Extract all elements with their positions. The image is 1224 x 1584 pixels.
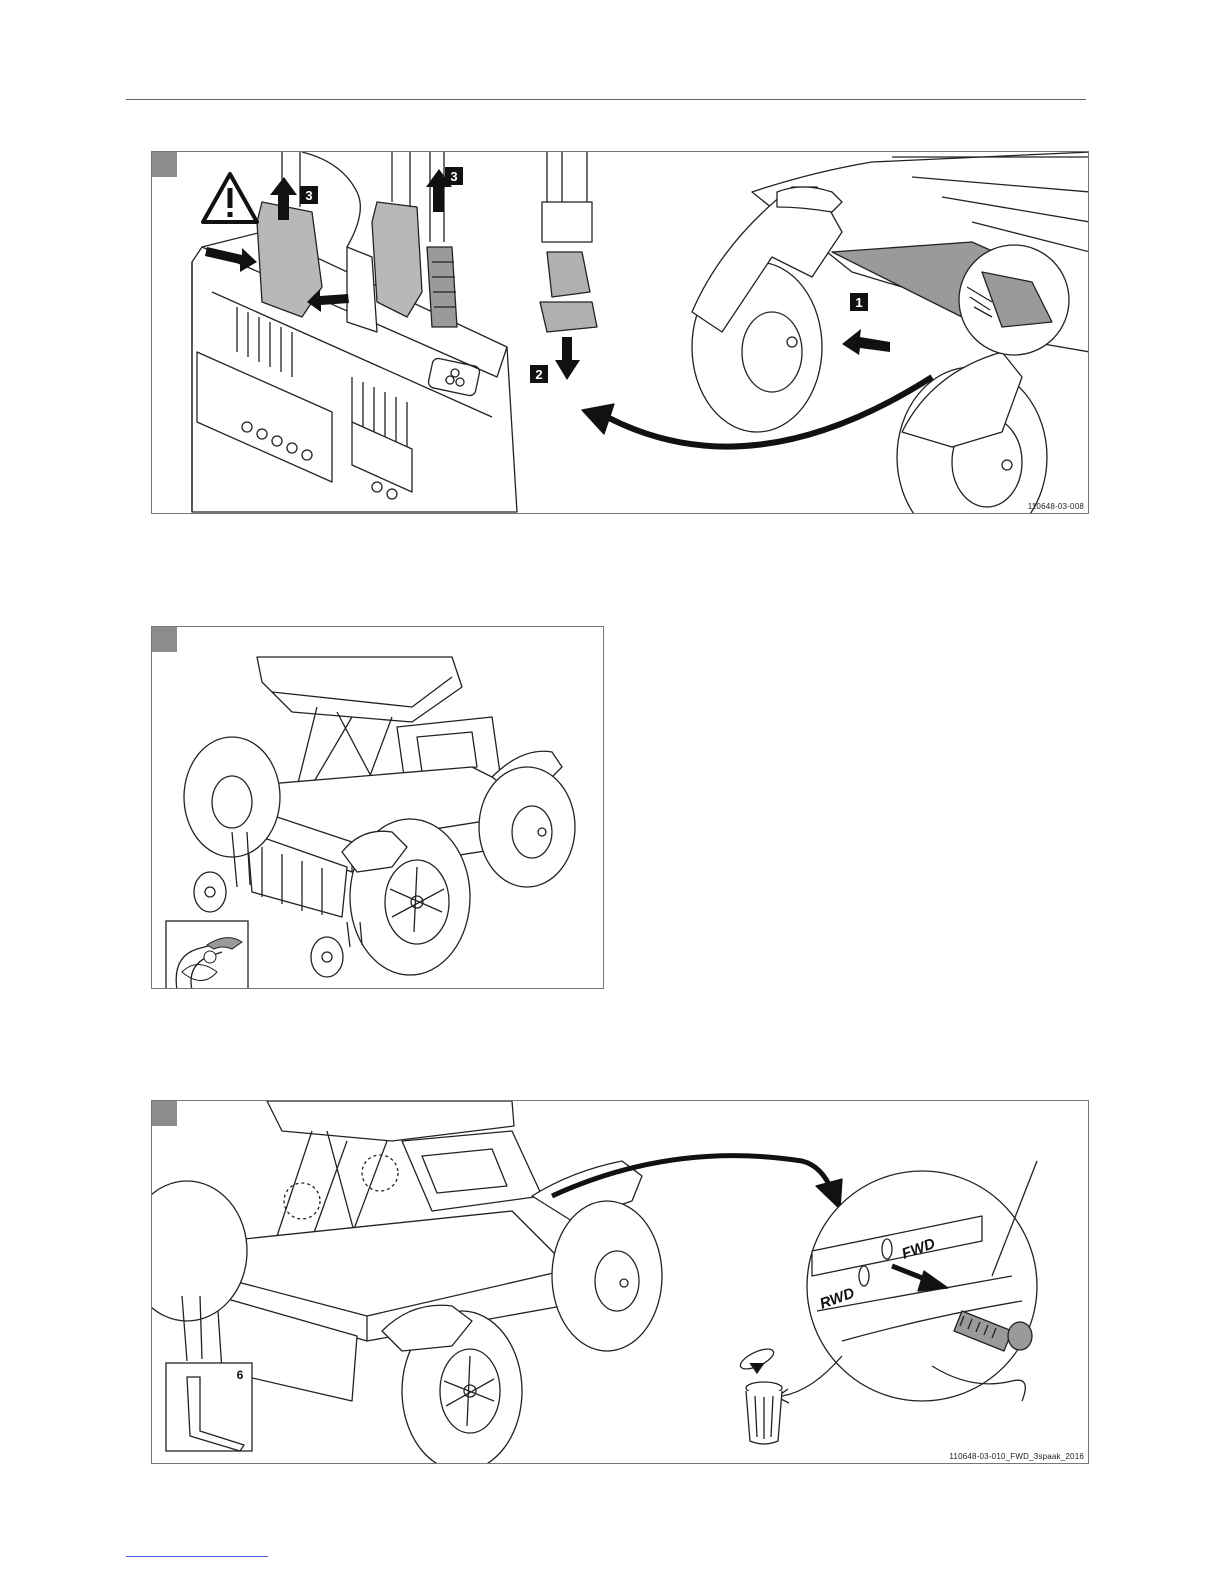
step-label-3b: 3 bbox=[450, 169, 457, 184]
figure-remove-screw: RWD FWD 6 110648-03-010_FWD_3spaak_2016 bbox=[151, 1100, 1089, 1464]
pliers-icon bbox=[166, 921, 248, 989]
step-label-2: 2 bbox=[535, 367, 542, 382]
footer-link-rule[interactable] bbox=[126, 1556, 268, 1557]
figure-2-illustration bbox=[152, 627, 604, 989]
figure-1-illustration: 1 2 3 3 bbox=[152, 152, 1089, 514]
figure-remove-clip bbox=[151, 626, 604, 989]
figure-disconnect-cables: 1 2 3 3 110648-03-008 bbox=[151, 151, 1089, 514]
header-rule bbox=[126, 99, 1086, 100]
figure-id: 110648-03-010_FWD_3spaak_2016 bbox=[949, 1452, 1084, 1461]
allen-key-icon: 6 bbox=[166, 1363, 252, 1451]
step-label-3a: 3 bbox=[305, 188, 312, 203]
warning-icon bbox=[203, 174, 257, 222]
step-label-1: 1 bbox=[855, 295, 862, 310]
trash-bin-icon bbox=[738, 1345, 782, 1444]
figure-3-illustration: RWD FWD 6 bbox=[152, 1101, 1089, 1464]
tool-size-label: 6 bbox=[237, 1368, 244, 1382]
figure-id: 110648-03-008 bbox=[1028, 502, 1084, 511]
